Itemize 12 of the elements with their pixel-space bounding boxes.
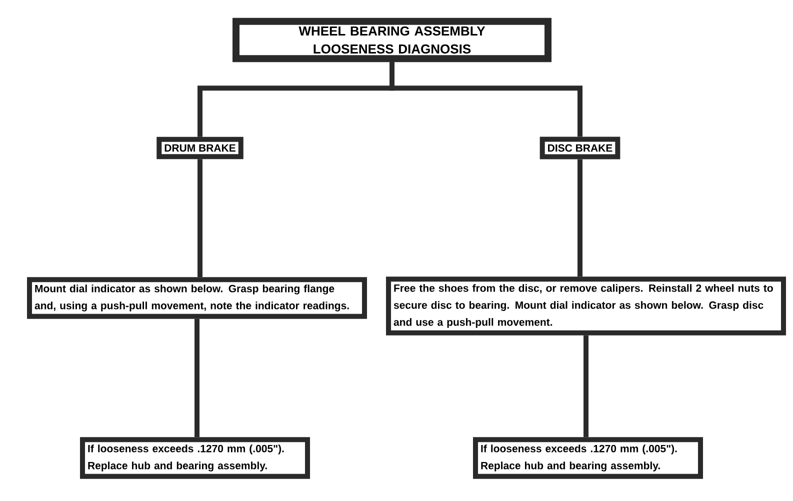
connector-line	[390, 62, 582, 137]
result-box: If looseness exceeds .1270 mm (.005"). Replace hub and bearing assembly.	[473, 437, 703, 479]
category-box: DRUM BRAKE	[156, 136, 244, 160]
result-box: If looseness exceeds .1270 mm (.005"). Replace hub and bearing assembly.	[80, 437, 310, 479]
connector-line	[194, 318, 200, 438]
instruction-box: Mount dial indicator as shown below. Grasp bearing flange and, using a push-pull movement, note the indicator readings.	[27, 277, 367, 319]
instruction-box: Free the shoes from the disc, or remove calipers. Reinstall 2 wheel nuts to secure disc to bearing. Mount dial indicator as shown below. Grasp disc and use a push-pull movement.	[386, 276, 786, 336]
connector-line	[584, 335, 588, 438]
title-box: WHEEL BEARING ASSEMBLY LOOSENESS DIAGNOSIS	[232, 18, 552, 62]
connector-line	[578, 159, 582, 277]
connector-line	[198, 159, 202, 278]
category-box: DISC BRAKE	[540, 136, 620, 160]
